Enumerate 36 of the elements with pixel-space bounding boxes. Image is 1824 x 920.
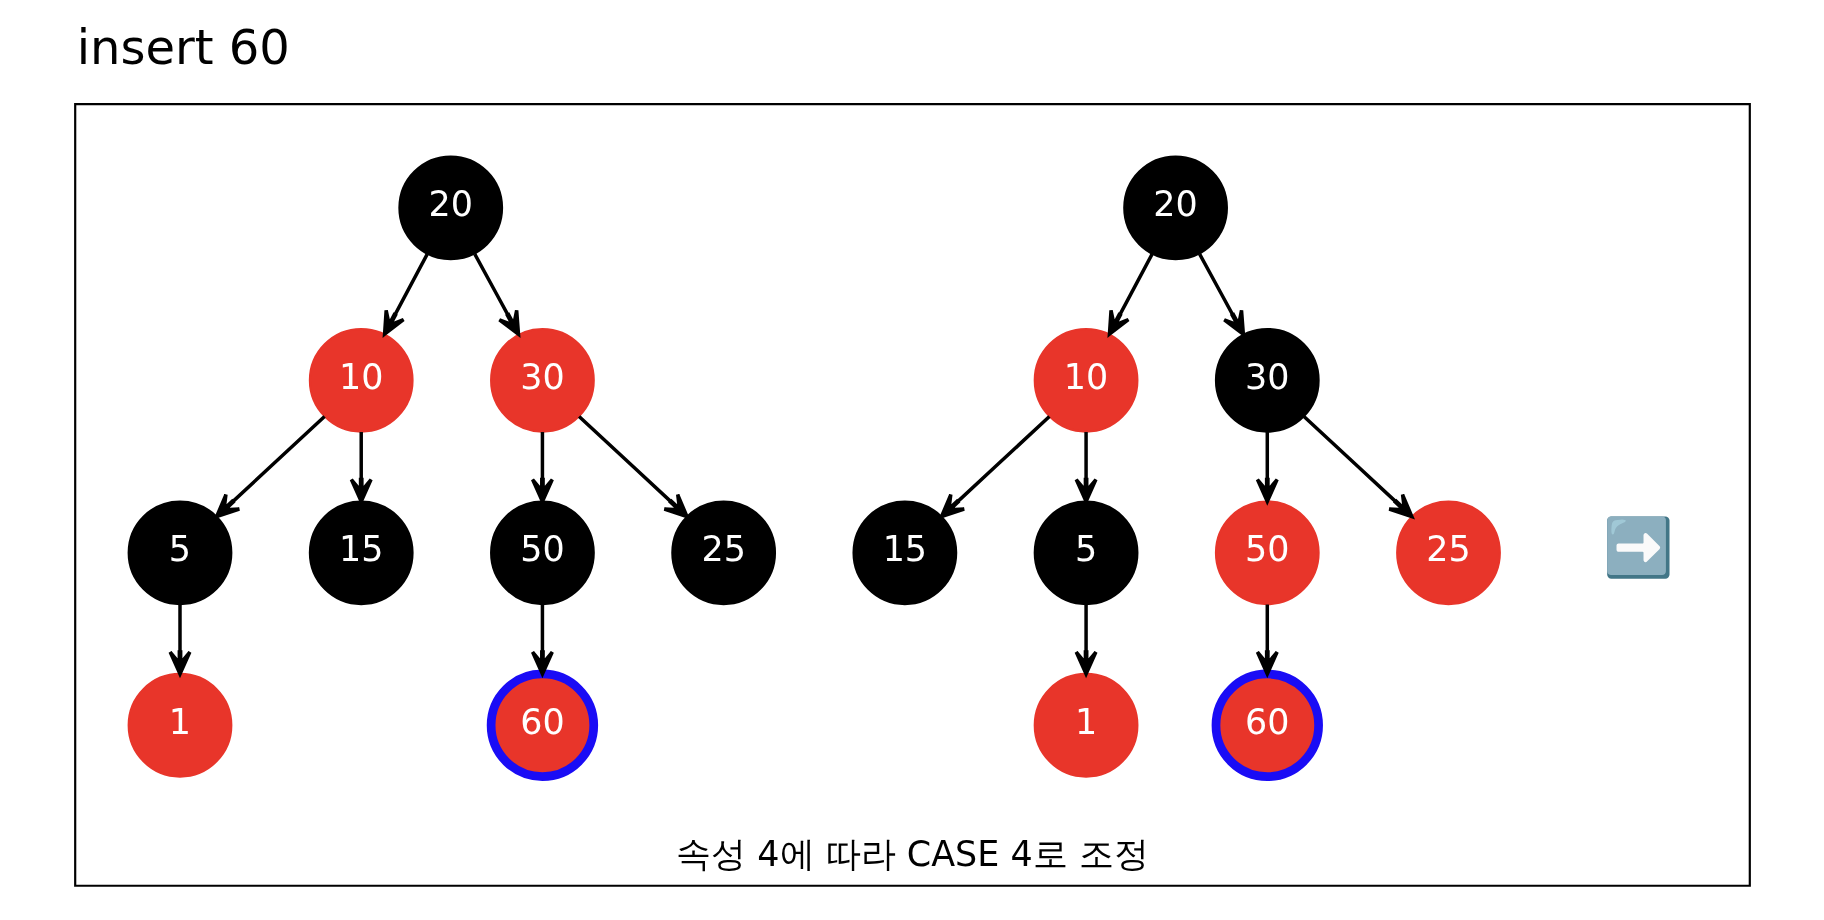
arrow — [349, 432, 373, 504]
node-circle: 5 — [1033, 500, 1138, 606]
node-circle: 25 — [1395, 500, 1501, 606]
arrow — [1074, 432, 1098, 504]
node-circle: 50 — [1214, 500, 1320, 606]
arrow — [1197, 253, 1245, 336]
node-circle: 5 — [127, 500, 232, 606]
node-circle: 30 — [1214, 327, 1320, 433]
arrow — [1255, 604, 1279, 676]
node-circle: 25 — [670, 500, 776, 606]
node-circle: 30 — [489, 327, 595, 433]
arrow — [577, 415, 689, 519]
node-circle: 20 — [1122, 155, 1228, 261]
node-circle: 15 — [851, 500, 957, 606]
node-circle: 10 — [1033, 327, 1138, 433]
node-circle: 20 — [397, 155, 503, 261]
arrow — [530, 432, 554, 504]
arrow — [1255, 432, 1279, 504]
node-circle: 15 — [308, 500, 414, 606]
arrow — [1074, 604, 1098, 676]
arrow — [1107, 253, 1154, 336]
arrow — [530, 604, 554, 676]
label: ➡ — [1602, 513, 1674, 580]
arrow — [1302, 415, 1414, 519]
arrow — [214, 415, 326, 519]
arrow — [939, 415, 1051, 519]
node-circle: 60 — [1211, 669, 1323, 781]
diagram-title: insert 60 — [76, 18, 290, 75]
node-circle: 1 — [1033, 672, 1138, 778]
node-circle: 60 — [486, 669, 598, 781]
node-circle: 1 — [127, 672, 232, 778]
arrow — [472, 253, 520, 336]
arrow — [167, 604, 192, 676]
node-circle: 50 — [489, 500, 595, 606]
node-circle: 10 — [308, 327, 414, 433]
arrow — [382, 253, 429, 336]
